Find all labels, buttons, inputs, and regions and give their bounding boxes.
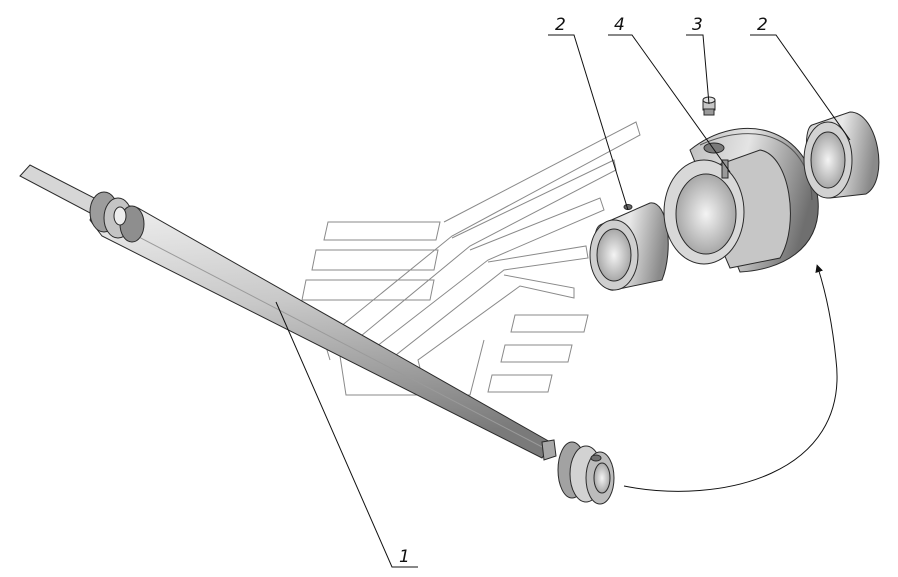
callout-hub: 4 [614, 15, 625, 35]
shaft-collar [89, 191, 145, 243]
shaft [19, 164, 557, 461]
callout-bushing-left: 2 [555, 15, 566, 35]
bushing-right [803, 111, 880, 199]
bushing-left [589, 202, 669, 291]
lock-nut [557, 441, 615, 505]
hub [663, 128, 819, 273]
leader-lines [275, 34, 851, 568]
callout-shaft: 1 [399, 547, 410, 567]
assembly-arrow [623, 264, 838, 492]
callout-grease-fitting: 3 [692, 15, 703, 35]
callout-bushing-right: 2 [757, 15, 768, 35]
